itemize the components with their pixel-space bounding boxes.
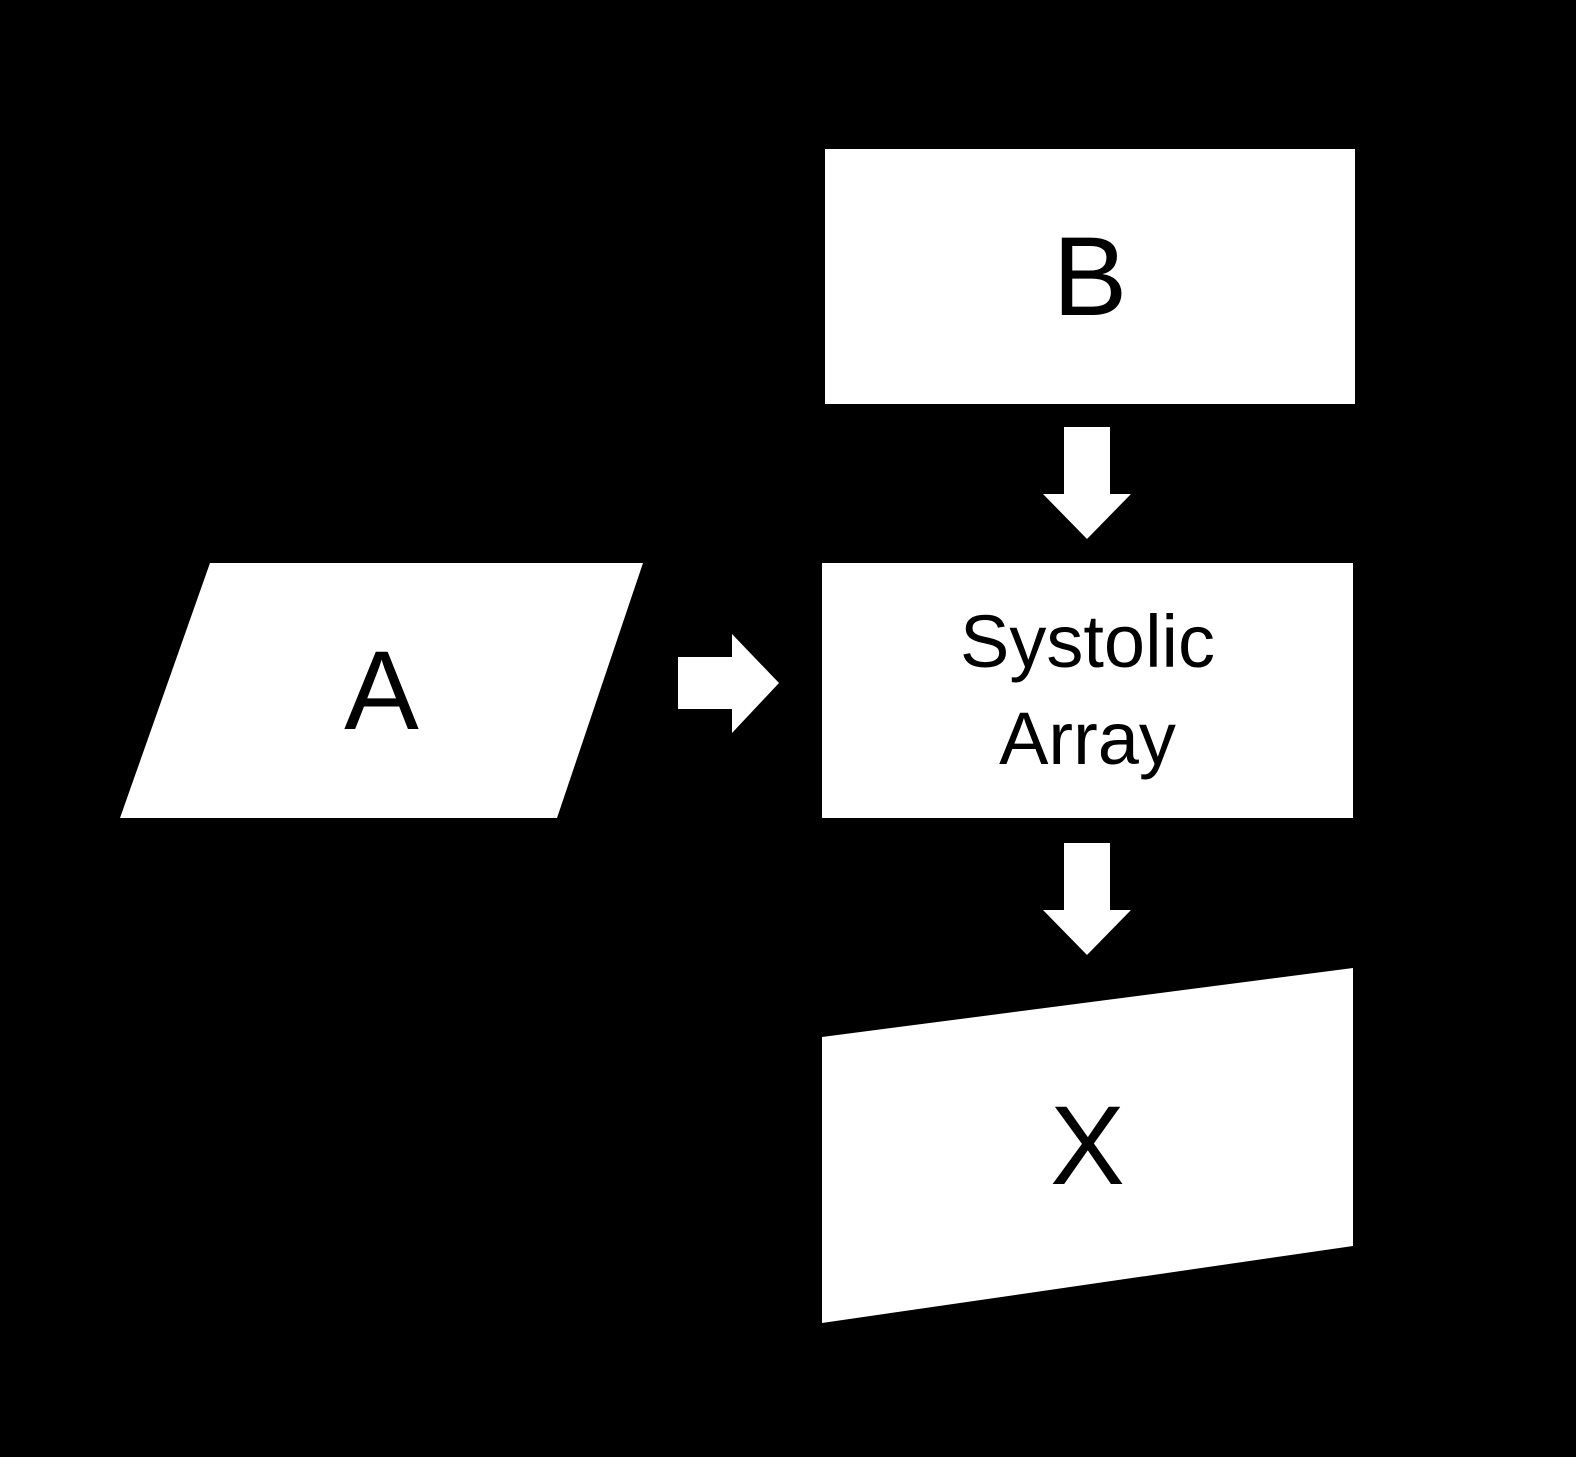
node-x: X — [822, 968, 1353, 1323]
node-systolic-array-label-line1: Systolic — [960, 600, 1215, 684]
node-systolic-array-label: Systolic Array — [960, 594, 1215, 786]
node-b-label: B — [1052, 213, 1128, 339]
arrow-a-to-systolic-array — [678, 634, 779, 733]
node-x-label: X — [1050, 1082, 1125, 1208]
node-systolic-array: Systolic Array — [822, 563, 1353, 818]
node-a: A — [120, 563, 643, 818]
node-systolic-array-label-line2: Array — [999, 696, 1176, 780]
node-a-label: A — [344, 627, 419, 753]
node-b: B — [825, 149, 1355, 404]
arrow-systolic-array-to-x — [1043, 843, 1131, 955]
arrow-b-to-systolic-array — [1043, 427, 1131, 539]
